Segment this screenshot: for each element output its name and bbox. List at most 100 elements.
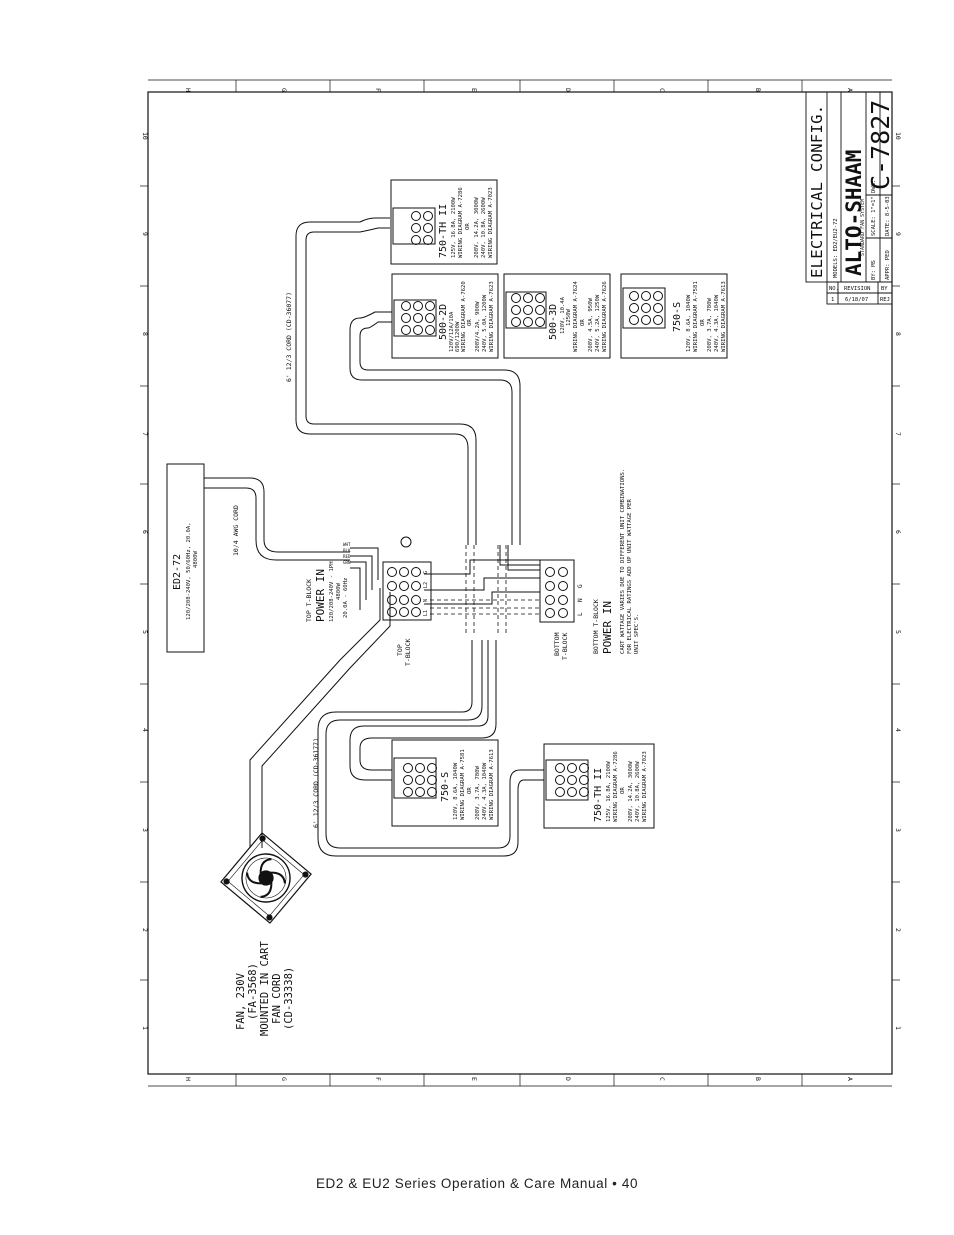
bottom-tblock-b: T-BLOCK [561, 633, 569, 660]
zone-left-4: 4 [141, 728, 149, 732]
title-block-title: ELECTRICAL CONFIG. [808, 105, 826, 278]
cord-bottom-750th [325, 640, 544, 849]
brand-logo: ALTO-SHAAM [842, 150, 866, 276]
bottom-tblock-g: G [577, 584, 584, 588]
zone-top-d: D [564, 88, 572, 92]
ed2-name: ED2-72 [172, 554, 183, 590]
note-line-2: FOR ELECTRICAL RATINGS ADD UP UNIT WATTA… [627, 498, 633, 654]
module-500-3d-l3: WIRING DIAGRAM A-7624 [573, 281, 579, 352]
module-750th-bottom-l1: 125V, 16.8A, 2100W [606, 761, 612, 822]
zone-left-2: 2 [141, 928, 149, 932]
top-tblock-l1: L1 [423, 610, 429, 616]
zone-right-3: 3 [894, 828, 902, 832]
rev-number: 1 [831, 297, 834, 303]
top-tblock-g: G [423, 571, 429, 574]
ground-icon [400, 536, 412, 548]
title-block-dwg-label: DWG: [871, 180, 877, 193]
module-750th-bottom-l6: WIRING DIAGRAM A-7023 [642, 751, 648, 822]
module-750s-top-box [620, 273, 728, 359]
module-750th-bottom-box [543, 743, 655, 829]
module-750s-top-l1: 120V, 8.6A, 1040W [686, 294, 692, 352]
title-block [805, 91, 893, 305]
page-footer: ED2 & EU2 Series Operation & Care Manual… [315, 1176, 639, 1191]
fan-label-3: MOUNTED IN CART [259, 940, 271, 1036]
zone-bot-g: G [280, 1077, 288, 1081]
zone-right-2: 2 [894, 928, 902, 932]
top-tblock-a: TOP [396, 644, 404, 656]
module-500-2d-name: 500-2D [438, 304, 449, 340]
module-500-2d-l6: 240V, 5.0A, 1200W [482, 294, 488, 352]
module-500-2d-l1: 120V/12A/10A [449, 311, 455, 352]
zone-top-g: G [280, 88, 288, 92]
drawing-number: C-7827 [866, 100, 895, 190]
zone-right-9: 9 [894, 232, 902, 236]
zone-left-5: 5 [141, 630, 149, 634]
title-block-date: DATE: 8-5-03 [885, 196, 891, 236]
wire-grn-label: GRN [343, 560, 351, 565]
module-750th-bottom-l4: 208V, 14.2A, 3000W [628, 761, 634, 822]
ed2-spec1: 120/208-240V, 50/60Hz, 20.0A, [186, 522, 192, 620]
top-tblock-box [382, 561, 432, 621]
zone-bot-d: D [564, 1077, 572, 1081]
components [166, 179, 728, 829]
ed2-spec2: 4800W [193, 551, 199, 568]
zone-left-7: 7 [141, 432, 149, 436]
zone-letters: H G F E D C B A H G F E D C B A 10 9 8 7… [141, 88, 902, 1081]
zone-top-a: A [846, 88, 854, 92]
zone-right-8: 8 [894, 332, 902, 336]
title-block-scale: SCALE: 1"=1" [871, 196, 877, 236]
module-750th-bottom-l2: WIRING DIAGRAM A-7286 [613, 751, 619, 822]
wire-wht-label: WHT [343, 542, 351, 547]
zone-top-b: B [754, 88, 762, 92]
cord-bottom-label: 6' 12/3 CORD (CD-36177) [312, 738, 320, 828]
rev-by-header: BY [881, 286, 888, 292]
cord-top-750th [295, 217, 469, 545]
module-750th-top-l2: WIRING DIAGRAM A-7286 [458, 187, 464, 258]
zone-top-c: C [658, 88, 666, 92]
zone-right-1: 1 [894, 1026, 902, 1030]
module-500-3d-box [503, 273, 611, 359]
wire-blk-label: BLK [343, 548, 351, 553]
fan-icon [220, 832, 312, 924]
title-block-by: BY: MS [871, 260, 877, 280]
zone-left-6: 6 [141, 530, 149, 534]
rev-no-header: NO. [829, 286, 839, 292]
power-in-top: POWER IN [314, 569, 327, 622]
zone-bot-b: B [754, 1077, 762, 1081]
cord-top-label: 6' 12/3 CORD (CD-36077) [285, 292, 293, 382]
module-750s-bottom-l4: 208V, 3.7A, 780W [475, 765, 481, 820]
drawing-border [140, 79, 900, 1087]
module-750th-bottom-l3: OR [620, 787, 626, 794]
title-block-appr: APPR: PED [885, 250, 891, 280]
module-500-3d-l5: 208V, 4.5A, 950W [588, 297, 594, 352]
module-750th-bottom-name: 750-TH II [593, 768, 604, 822]
power-in-bottom: POWER IN [601, 601, 614, 654]
zone-bot-c: C [658, 1077, 666, 1081]
rev-date: 6/18/07 [845, 297, 868, 303]
module-500-2d-l5: 208V/4.2A, 900W [475, 301, 481, 352]
module-750s-bottom-l1: 120V, 8.6A, 1040W [453, 762, 459, 820]
module-500-3d-name: 500-3D [548, 304, 559, 340]
bottom-tblock-title: BOTTOM T-BLOCK [592, 599, 600, 654]
module-500-3d-l2: 1250W [566, 309, 572, 326]
zone-bot-f: F [374, 1077, 382, 1081]
zone-bot-h: H [184, 1077, 192, 1081]
module-750th-top-l4: 208V, 14.2A, 3000W [474, 197, 480, 258]
zone-left-9: 9 [141, 232, 149, 236]
power-spec-2: 4800W [336, 583, 342, 600]
module-500-2d-l7: WIRING DIAGRAM A-7623 [489, 281, 495, 352]
module-750s-top-l4: 208V, 3.7A, 780W [707, 297, 713, 352]
module-750s-top-l2: WIRING DIAGRAM A-7581 [693, 281, 699, 352]
terminals [387, 211, 663, 797]
module-750s-bottom-box [391, 739, 499, 827]
zone-left-8: 8 [141, 332, 149, 336]
top-tblock-title: TOP T-BLOCK [305, 579, 313, 622]
module-750s-top-l3: OR [700, 319, 706, 326]
module-500-3d-l1: 120V, 10.4A [560, 296, 566, 334]
bottom-tblock-a: BOTTOM [553, 632, 561, 656]
module-500-3d-l7: WIRING DIAGRAM A-7626 [602, 281, 608, 352]
avg-cord-label: 10/4 AWG CORD [232, 505, 240, 556]
zone-right-4: 4 [894, 728, 902, 732]
fan-label-5: (CD-33338) [283, 967, 295, 1030]
